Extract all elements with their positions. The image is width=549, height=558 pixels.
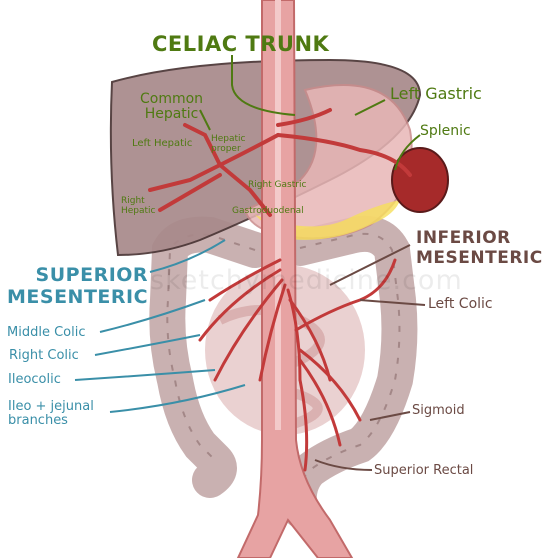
label-middle-colic: Middle Colic bbox=[7, 325, 86, 340]
label-left-hepatic: Left Hepatic bbox=[132, 138, 193, 149]
label-right-hepatic: Right Hepatic bbox=[121, 196, 156, 217]
spleen bbox=[391, 147, 449, 213]
label-right-colic: Right Colic bbox=[9, 348, 79, 363]
label-superior-mesenteric: SUPERIOR MESENTERIC bbox=[7, 264, 149, 308]
label-splenic: Splenic bbox=[420, 123, 471, 139]
label-inferior-mesenteric: INFERIOR MESENTERIC bbox=[416, 228, 543, 268]
label-sigmoid: Sigmoid bbox=[412, 403, 465, 418]
label-celiac-trunk: CELIAC TRUNK bbox=[152, 32, 330, 56]
label-superior-rectal: Superior Rectal bbox=[374, 463, 474, 478]
label-left-colic: Left Colic bbox=[428, 296, 493, 312]
label-hepatic-proper: Hepatic proper bbox=[211, 134, 246, 154]
label-ileo-jejunal-branches: Ileo + jejunal branches bbox=[8, 399, 94, 429]
watermark: sketchymedicine.com bbox=[150, 265, 463, 296]
label-left-gastric: Left Gastric bbox=[390, 84, 482, 103]
label-right-gastric: Right Gastric bbox=[248, 180, 307, 190]
label-common-hepatic: Common Hepatic bbox=[140, 91, 204, 122]
label-ileocolic: Ileocolic bbox=[8, 372, 61, 387]
label-gastroduodenal: Gastroduodenal bbox=[232, 206, 304, 216]
mesenteric-branches bbox=[198, 258, 397, 472]
